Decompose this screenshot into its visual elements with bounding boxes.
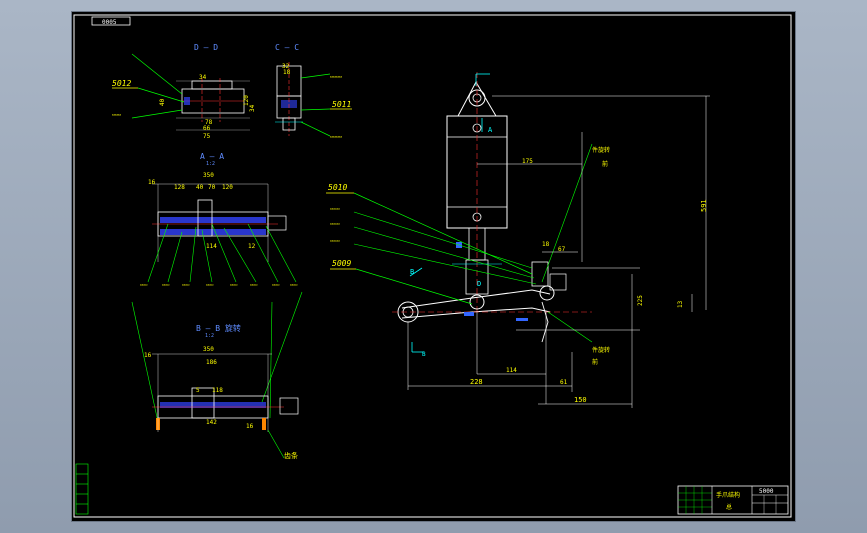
dim-b5: 5 [196, 387, 200, 394]
title-sub: 总 [726, 503, 732, 511]
drawing-sheet: 0005 D — D 34 40 78 66 75 120 34 5012 ▭▭… [72, 12, 795, 521]
dim-b16b: 16 [246, 423, 254, 430]
dim-m175: 175 [522, 158, 533, 165]
dim-m18: 18 [542, 241, 550, 248]
dim-d34: 34 [199, 74, 207, 81]
dim-a128: 128 [174, 184, 185, 191]
svg-text:▭▭▭: ▭▭▭ [272, 282, 280, 287]
tag-box [91, 16, 131, 26]
leader-lines-main [353, 143, 593, 343]
view-a-label: A [488, 126, 493, 134]
drawing-tag: 0005 [102, 19, 117, 26]
dim-m61: 61 [560, 379, 568, 386]
left-revision-bar [75, 463, 89, 515]
note-bottom: 齿条 [284, 451, 298, 460]
svg-text:▭▭▭▭: ▭▭▭▭ [330, 134, 342, 140]
dim-a120: 120 [222, 184, 233, 191]
note-rotate-2-sub: 前 [592, 358, 598, 366]
dim-m67: 67 [558, 246, 566, 253]
dim-d40: 40 [159, 98, 166, 106]
svg-text:▭▭▭▭: ▭▭▭▭ [330, 221, 340, 226]
dim-c32: 32 [282, 63, 290, 70]
dim-a114: 114 [206, 243, 217, 250]
part-5011-label: 5011 [332, 100, 351, 109]
dim-m13: 13 [677, 300, 684, 308]
main-assembly [392, 72, 592, 343]
main-dim-lines [407, 95, 710, 408]
svg-text:▭▭▭: ▭▭▭ [230, 282, 238, 287]
part-5012-label: 5012 [112, 79, 131, 88]
main-leader-labels: ▭▭▭▭ ▭▭▭▭ ▭▭▭▭ [330, 206, 340, 243]
view-b-label-2: B [422, 351, 426, 358]
dim-m591: 591 [700, 199, 708, 212]
leader-label-row: ▭▭▭ ▭▭▭ ▭▭▭ ▭▭▭ ▭▭▭ ▭▭▭ ▭▭▭ ▭▭▭ [140, 282, 298, 287]
dim-m114: 114 [506, 367, 517, 374]
dim-a70: 70 [208, 184, 216, 191]
svg-text:▭▭▭: ▭▭▭ [250, 282, 258, 287]
part-5010-label: 5010 [328, 183, 347, 192]
section-bb [152, 353, 299, 432]
dim-b186: 186 [206, 359, 217, 366]
note-dd-left: ▭▭▭ [112, 112, 121, 118]
dim-b118: 118 [212, 387, 223, 394]
svg-text:▭▭▭: ▭▭▭ [290, 282, 298, 287]
dim-d120: 120 [243, 95, 250, 106]
dim-b142: 142 [206, 419, 217, 426]
svg-text:▭▭▭▭: ▭▭▭▭ [330, 238, 340, 243]
svg-text:▭▭▭▭: ▭▭▭▭ [330, 74, 342, 80]
section-aa-scale: 1:2 [206, 161, 215, 167]
dim-d78: 78 [205, 119, 213, 126]
view-d-label: D [477, 280, 481, 288]
leader-lines-aa [131, 223, 303, 423]
dim-a16: 16 [148, 179, 156, 186]
section-bb-title: B — B 旋转 [196, 323, 241, 333]
svg-text:▭▭▭: ▭▭▭ [182, 282, 190, 287]
section-dd [176, 78, 250, 131]
dim-c18: 18 [283, 69, 291, 76]
svg-text:▭▭▭: ▭▭▭ [162, 282, 170, 287]
dim-d66: 66 [203, 125, 211, 132]
section-cc-title: C — C [275, 43, 299, 52]
section-cc [275, 62, 303, 136]
drawing-canvas: 0005 D — D 34 40 78 66 75 120 34 5012 ▭▭… [73, 14, 792, 518]
view-b-label: B [410, 268, 414, 276]
svg-text:▭▭▭: ▭▭▭ [206, 282, 214, 287]
svg-text:▭▭▭: ▭▭▭ [140, 282, 148, 287]
dim-a40: 40 [196, 184, 204, 191]
dim-m228: 228 [470, 378, 483, 386]
svg-text:▭▭▭▭: ▭▭▭▭ [330, 206, 340, 211]
title-code: 5000 [759, 488, 774, 495]
dim-a12: 12 [248, 243, 256, 250]
dim-d75: 75 [203, 133, 211, 140]
note-rotate-sub: 前 [602, 160, 608, 168]
dim-m225: 225 [637, 295, 644, 306]
section-aa [152, 183, 287, 262]
sheet-border [73, 14, 792, 518]
dim-b16: 16 [144, 352, 152, 359]
dim-b350: 350 [203, 346, 214, 353]
part-5009-label: 5009 [332, 259, 351, 268]
note-rotate: 件旋转 [592, 146, 610, 154]
dim-d34v: 34 [249, 104, 256, 112]
title-block [677, 485, 789, 515]
section-dd-title: D — D [194, 43, 218, 52]
section-aa-title: A — A [200, 152, 224, 161]
dim-a350: 350 [203, 172, 214, 179]
note-rotate-2: 件旋转 [592, 346, 610, 354]
dim-m150: 150 [574, 396, 587, 404]
section-bb-scale: 1:2 [205, 333, 214, 339]
title-name: 手爪结构 [716, 491, 740, 499]
